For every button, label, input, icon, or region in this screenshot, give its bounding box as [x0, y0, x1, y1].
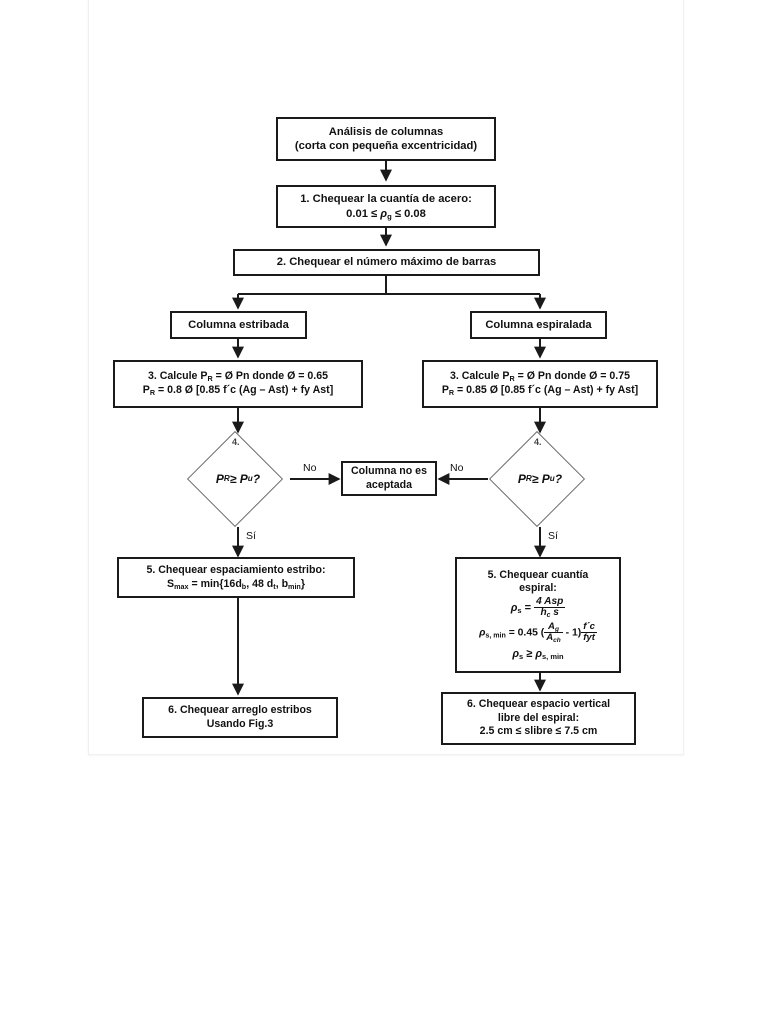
node-step2-line1: 2. Chequear el número máximo de barras: [276, 256, 497, 269]
node-step6-right-line3: 2.5 cm ≤ slibre ≤ 7.5 cm: [479, 725, 598, 738]
node-step1-line1: 1. Chequear la cuantía de acero:: [300, 193, 472, 206]
node-branch-left-label: Columna estribada: [188, 318, 289, 331]
node-step5-left-tie-spacing: 5. Chequear espaciamiento estribo: Smax …: [117, 557, 355, 598]
node-step3-left-line2: PR = 0.8 Ø [0.85 f´c (Ag – Ast) + fy Ast…: [142, 384, 334, 398]
node-step6-right-clear-spacing: 6. Chequear espacio vertical libre del e…: [441, 692, 636, 745]
node-step6-left-line1: 6. Chequear arreglo estribos: [168, 703, 312, 716]
edge-label-no-right: No: [450, 462, 464, 474]
node-step6-right-line2: libre del espiral:: [497, 711, 580, 724]
formula-rho-check: ρs ≥ ρs, min: [512, 648, 564, 662]
node-start-line1: Análisis de columnas: [328, 125, 444, 138]
node-step3-right-line1: 3. Calcule PR = Ø Pn donde Ø = 0.75: [449, 370, 631, 384]
edge-label-si-left: Sí: [246, 530, 256, 542]
node-step1-line2: 0.01 ≤ ρg ≤ 0.08: [346, 207, 426, 221]
edge-label-no-left: No: [303, 462, 317, 474]
node-step3-left-capacity: 3. Calcule PR = Ø Pn donde Ø = 0.65 PR =…: [113, 360, 363, 408]
node-step3-right-capacity: 3. Calcule PR = Ø Pn donde Ø = 0.75 PR =…: [422, 360, 658, 408]
node-step5-right-line1: 5. Chequear cuantía: [487, 568, 589, 581]
node-step3-left-line1: 3. Calcule PR = Ø Pn donde Ø = 0.65: [147, 370, 329, 384]
node-reject-line2: aceptada: [366, 478, 412, 491]
node-step5-left-line2: Smax = min{16db, 48 dt, bmin}: [167, 577, 305, 591]
node-step3-right-line2: PR = 0.85 Ø [0.85 f´c (Ag – Ast) + fy As…: [441, 384, 639, 398]
node-decision-right-number: 4.: [534, 437, 542, 447]
node-branch-spiral-column: Columna espiralada: [470, 311, 607, 339]
node-step6-right-line1: 6. Chequear espacio vertical: [466, 698, 611, 711]
node-start: Análisis de columnas (corta con pequeña …: [276, 117, 496, 161]
node-column-rejected: Columna no es aceptada: [341, 461, 437, 496]
edge-label-si-right: Sí: [548, 530, 558, 542]
node-step5-right-line2: espiral:: [519, 582, 557, 595]
node-start-line2: (corta con pequeña excentricidad): [294, 140, 478, 152]
node-step2-max-bars: 2. Chequear el número máximo de barras: [233, 249, 540, 276]
node-step5-left-line1: 5. Chequear espaciamiento estribo:: [146, 563, 326, 576]
node-step6-left-line2: Usando Fig.3: [206, 717, 274, 730]
node-decision-left-number: 4.: [232, 437, 240, 447]
node-branch-tied-column: Columna estribada: [170, 311, 307, 339]
node-reject-line1: Columna no es: [351, 464, 427, 477]
node-branch-right-label: Columna espiralada: [485, 318, 592, 331]
node-step6-left-tie-arrangement: 6. Chequear arreglo estribos Usando Fig.…: [142, 697, 338, 738]
node-step1-steel-ratio: 1. Chequear la cuantía de acero: 0.01 ≤ …: [276, 185, 496, 228]
